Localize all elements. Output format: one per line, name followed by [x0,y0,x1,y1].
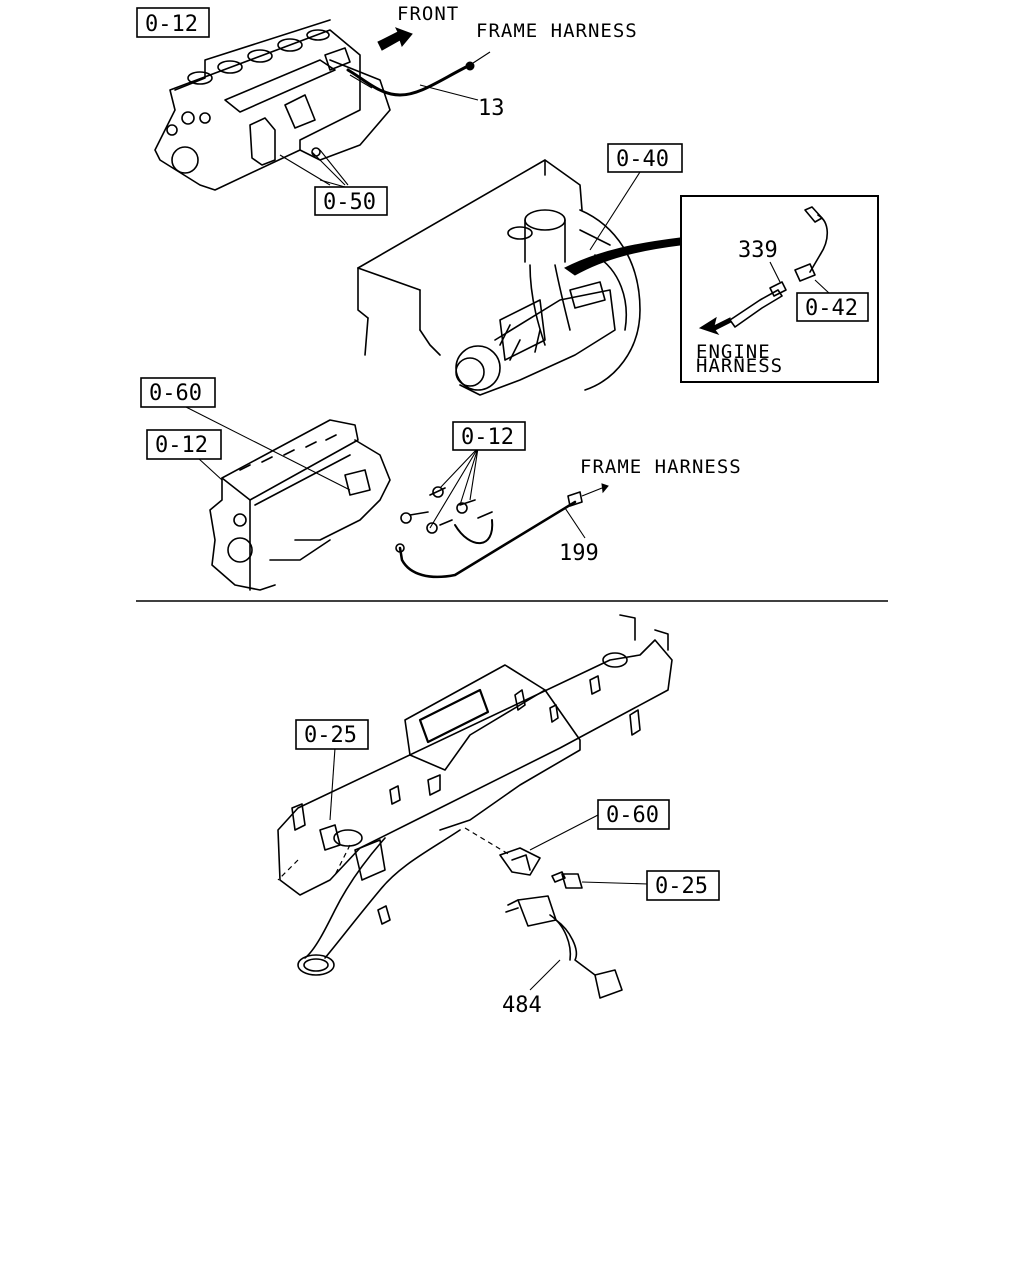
callout-manifold: 0-25 [304,723,357,748]
callout-box-bolt [646,870,720,901]
harness-13 [346,63,472,97]
mid-engine-block [209,419,391,591]
callout-sensor: 0-60 [606,803,659,828]
part-number-339: 339 [738,238,778,263]
callout-mid-sensors: 0-12 [461,425,514,450]
callout-box-top-block [136,7,210,38]
callout-top-block: 0-12 [145,12,198,37]
callout-box-top-harness [314,186,388,216]
frame-harness-mid-caption: FRAME HARNESS [580,456,742,478]
inset-frame [680,195,879,383]
callout-top-harness: 0-50 [323,190,376,215]
callout-bolt: 0-25 [655,874,708,899]
frame-harness-top-caption: FRAME HARNESS [476,20,638,42]
inset-sensor-339 [698,206,829,335]
bolt-0-25 [551,871,583,889]
connector-484 [505,895,623,999]
callout-engine-harness: 0-40 [616,147,669,172]
front-caption: FRONT [397,3,459,25]
large-engine-view [357,159,641,396]
callout-box-sensor [597,799,670,830]
sensor-0-60-part [499,847,541,876]
callout-box-mid-block-a [140,377,216,408]
callout-mid-block-a: 0-60 [149,381,202,406]
callout-box-manifold [295,719,369,750]
engine-harness-caption-line2: HARNESS [696,355,783,377]
callout-mid-block-b: 0-12 [155,433,208,458]
engine-harness-caption-line1: ENGINE [696,341,771,363]
intake-manifold [277,614,673,976]
callout-box-mid-sensors [452,421,526,451]
part-number-484: 484 [502,993,542,1018]
front-arrow-icon [377,27,413,51]
part-number-13: 13 [478,96,505,121]
harness-199 [398,500,577,579]
callout-box-inset-connector [796,292,869,322]
top-engine-block [154,19,391,191]
callout-box-engine-harness [607,143,683,173]
part-number-199: 199 [559,541,599,566]
callout-box-mid-block-b [146,429,222,460]
callout-inset-connector: 0-42 [805,296,858,321]
